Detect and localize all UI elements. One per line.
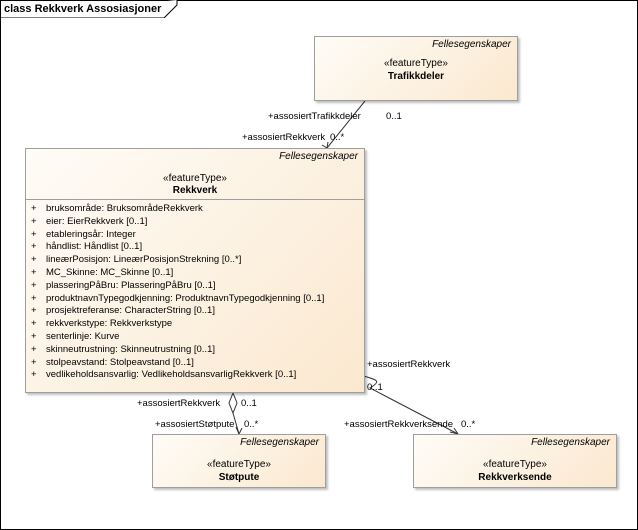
role-label-rekkverksende: +assosiertRekkverksende (344, 419, 454, 430)
stereotype: «featureType» (483, 459, 547, 470)
attribute-row[interactable]: + stolpeavstand: Stolpeavstand [0..1] (26, 357, 364, 370)
attribute-row[interactable]: + MC_Skinne: MC_Skinne [0..1] (26, 267, 364, 280)
attribute-row[interactable]: + prosjektreferanse: CharacterString [0..… (26, 305, 364, 318)
class-trafikkdeler[interactable]: Fellesegenskaper «featureType» Trafikkde… (314, 36, 518, 101)
attribute-text: MC_Skinne: MC_Skinne [0..1] (46, 266, 174, 278)
multiplicity-stotpute: 0..* (244, 419, 259, 430)
package-name: Fellesegenskaper (432, 39, 511, 50)
class-name: Trafikkdeler (387, 71, 445, 82)
role-label-rekkverk-top: +assosiertRekkverk (242, 132, 326, 143)
visibility-marker: + (31, 292, 37, 304)
visibility-marker: + (31, 318, 37, 330)
visibility-marker: + (31, 215, 37, 227)
attribute-row[interactable]: + rekkverkstype: Rekkverkstype (26, 318, 364, 331)
package-name: Fellesegenskaper (240, 437, 319, 448)
visibility-marker: + (31, 266, 37, 278)
class-rekkverksende[interactable]: Fellesegenskaper «featureType» Rekkverks… (413, 434, 617, 488)
navigable-arrow-stotpute (235, 426, 243, 436)
role-label-trafikkdeler: +assosiertTrafikkdeler (268, 111, 361, 122)
attribute-row[interactable]: + etableringsår: Integer (26, 229, 364, 242)
attribute-row[interactable]: + plasseringPåBru: PlasseringPåBru [0..1] (26, 280, 364, 293)
role-label-stotpute: +assosiertStøtpute (155, 419, 235, 430)
visibility-marker: + (31, 305, 37, 317)
attribute-text: bruksområde: BruksområdeRekkverk (46, 203, 203, 214)
multiplicity-trafikkdeler: 0..1 (386, 111, 402, 122)
role-label-rekkverk-right: +assosiertRekkverk (367, 359, 451, 370)
attribute-text: håndlist: Håndlist [0..1] (46, 241, 143, 253)
attribute-row[interactable]: + senterlinje: Kurve (26, 331, 364, 344)
attribute-text: rekkverkstype: Rekkverkstype (46, 318, 173, 330)
package-name: Fellesegenskaper (531, 437, 610, 448)
association-rekkverksende (363, 375, 459, 435)
attribute-list: + bruksområde: BruksområdeRekkverk + eier: … (26, 199, 364, 382)
attribute-row[interactable]: + eier: EierRekkverk [0..1] (26, 216, 364, 229)
attribute-text: etableringsår: Integer (46, 228, 136, 240)
frame-title: class Rekkverk Assosiasjoner (4, 3, 162, 15)
attribute-row[interactable]: + produktnavnTypegodkjenning: Produktnavn… (26, 293, 364, 306)
multiplicity-rekkverk-bottom: 0..1 (241, 398, 257, 409)
class-name: Rekkverk (172, 185, 218, 196)
attribute-text: senterlinje: Kurve (46, 330, 120, 342)
attribute-row[interactable]: + vedlikeholdsansvarlig: Vedlikeholdsansv… (26, 369, 364, 382)
attribute-text: vedlikeholdsansvarlig: Vedlikeholdsansva… (46, 369, 297, 381)
class-rekkverk[interactable]: Fellesegenskaper «featureType» Rekkverk … (25, 148, 365, 393)
visibility-marker: + (31, 241, 37, 253)
visibility-marker: + (31, 254, 37, 266)
stereotype: «featureType» (207, 459, 271, 470)
role-label-rekkverk-bottom: +assosiertRekkverk (137, 398, 221, 409)
visibility-marker: + (31, 369, 37, 381)
visibility-marker: + (31, 330, 37, 342)
attribute-text: plasseringPåBru: PlasseringPåBru [0..1] (46, 279, 216, 291)
attribute-text: prosjektreferanse: CharacterString [0..1… (46, 305, 215, 317)
attribute-row[interactable]: + håndlist: Håndlist [0..1] (26, 241, 364, 254)
visibility-marker: + (31, 203, 37, 214)
attribute-row[interactable]: + skinneutrustning: Skinneutrustning [0..… (26, 344, 364, 357)
association-trafikkdeler (326, 100, 366, 149)
attribute-row[interactable]: + lineærPosisjon: LineærPosisjonStrekning… (26, 254, 364, 267)
attribute-text: lineærPosisjon: LineærPosisjonStrekning … (46, 254, 242, 266)
visibility-marker: + (31, 279, 37, 291)
package-name: Fellesegenskaper (279, 151, 358, 162)
class-name: Støtpute (218, 472, 260, 483)
multiplicity-rekkverksende: 0..* (461, 419, 476, 430)
class-name: Rekkverksende (478, 472, 552, 483)
frame-tab (0, 0, 178, 18)
association-stotpute (228, 391, 238, 415)
visibility-marker: + (31, 343, 37, 355)
stereotype: «featureType» (163, 173, 227, 184)
attribute-text: produktnavnTypegodkjenning: ProduktnavnT… (46, 292, 325, 304)
attribute-text: stolpeavstand: Stolpeavstand [0..1] (46, 356, 194, 368)
visibility-marker: + (31, 228, 37, 240)
multiplicity-rekkverk-top: 0..* (330, 132, 345, 143)
attribute-text: skinneutrustning: Skinneutrustning [0..1… (46, 343, 215, 355)
attribute-text: eier: EierRekkverk [0..1] (46, 215, 148, 227)
multiplicity-rekkverk-right: 0..1 (367, 382, 383, 393)
class-stotpute[interactable]: Fellesegenskaper «featureType» Støtpute (152, 434, 326, 488)
stereotype: «featureType» (384, 58, 448, 69)
attribute-row[interactable]: + bruksområde: BruksområdeRekkverk (26, 203, 364, 216)
visibility-marker: + (31, 356, 37, 368)
